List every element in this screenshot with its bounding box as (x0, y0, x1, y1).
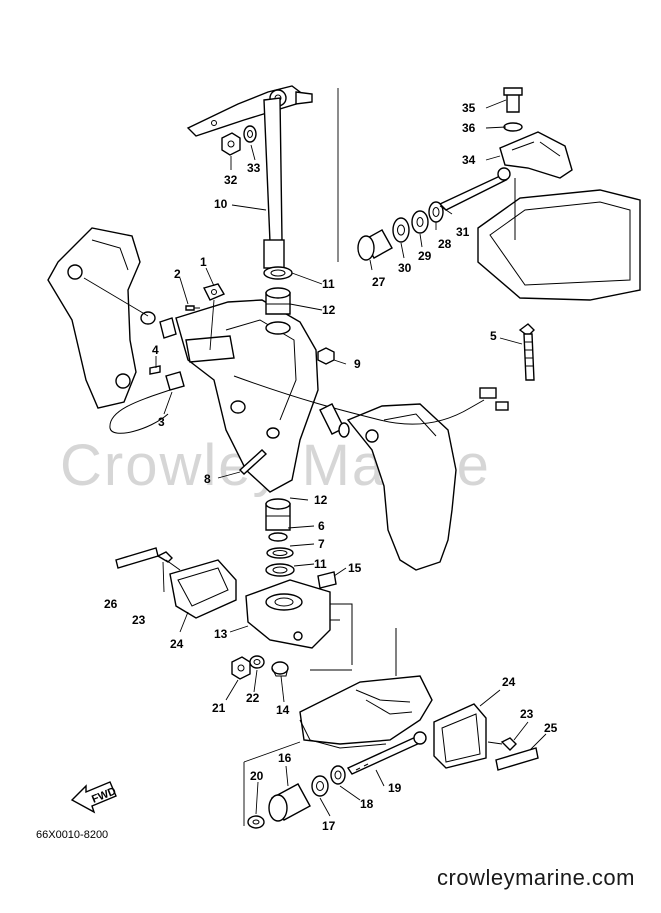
swivel-bracket-body (175, 299, 319, 493)
right-bracket (346, 403, 457, 571)
callout-26: 26 (104, 597, 118, 611)
callout-9: 9 (354, 357, 361, 371)
clip-3-screw-4 (109, 365, 185, 434)
bolt-19-bushing-16 (243, 731, 427, 829)
callout-28: 28 (438, 237, 452, 251)
nut-9 (317, 347, 335, 365)
callout-3: 3 (158, 415, 165, 429)
callout-15: 15 (348, 561, 362, 575)
plate-24-left (115, 547, 237, 619)
callout-22: 22 (246, 691, 260, 705)
callout-33: 33 (247, 161, 261, 175)
callout-11-upper: 11 (322, 277, 335, 291)
callout-16: 16 (278, 751, 292, 765)
upper-bushing-11-12 (263, 266, 293, 315)
callout-30: 30 (398, 261, 412, 275)
callout-23-left: 23 (132, 613, 146, 627)
callout-4: 4 (152, 343, 159, 357)
callout-1: 1 (200, 255, 207, 269)
callout-10: 10 (214, 197, 228, 211)
callout-2: 2 (174, 267, 181, 281)
callout-20: 20 (250, 769, 264, 783)
callout-11-lower: 11 (314, 557, 327, 571)
callout-7: 7 (318, 537, 325, 551)
callout-24-right: 24 (502, 675, 516, 689)
bolt-5 (518, 323, 535, 381)
diagram-id: 66X0010-8200 (36, 829, 108, 841)
callout-24-left: 24 (170, 637, 184, 651)
left-bracket (47, 227, 141, 409)
callout-18: 18 (360, 797, 374, 811)
nut-32-washer-33 (221, 125, 257, 156)
callout-31: 31 (456, 225, 470, 239)
wire-lead (83, 277, 509, 438)
callout-13: 13 (214, 627, 228, 641)
bushing-27-washers-28-29-30 (357, 201, 444, 261)
callout-12-upper: 12 (322, 303, 336, 317)
callout-29: 29 (418, 249, 432, 263)
bolt-8 (238, 449, 268, 475)
callout-5: 5 (490, 329, 497, 343)
callout-23-right: 23 (520, 707, 534, 721)
callout-8: 8 (204, 472, 211, 486)
plate-24-right (433, 703, 539, 771)
callout-25: 25 (544, 721, 558, 735)
callout-17: 17 (322, 819, 336, 833)
callout-34: 34 (462, 153, 476, 167)
callout-19: 19 (388, 781, 402, 795)
lower-bushing-stack (265, 498, 295, 577)
callout-27: 27 (372, 275, 386, 289)
lower-mount-13 (245, 571, 353, 665)
callout-labels: 35 36 34 32 33 10 31 28 29 30 27 11 12 1… (104, 101, 558, 833)
nut-21-washer-22-14 (231, 655, 289, 680)
callout-32: 32 (224, 173, 238, 187)
lower-housing (299, 628, 433, 749)
callout-12-lower: 12 (314, 493, 328, 507)
callout-6: 6 (318, 519, 325, 533)
fwd-arrow-icon: FWD (70, 781, 118, 814)
callout-36: 36 (462, 121, 476, 135)
callout-21: 21 (212, 701, 226, 715)
callout-leaders (155, 99, 547, 817)
upper-right-bracket-group (438, 87, 641, 301)
callout-35: 35 (462, 101, 476, 115)
footer-url[interactable]: crowleymarine.com (437, 865, 635, 890)
steering-arm-assembly (186, 85, 313, 269)
callout-14: 14 (276, 703, 290, 717)
